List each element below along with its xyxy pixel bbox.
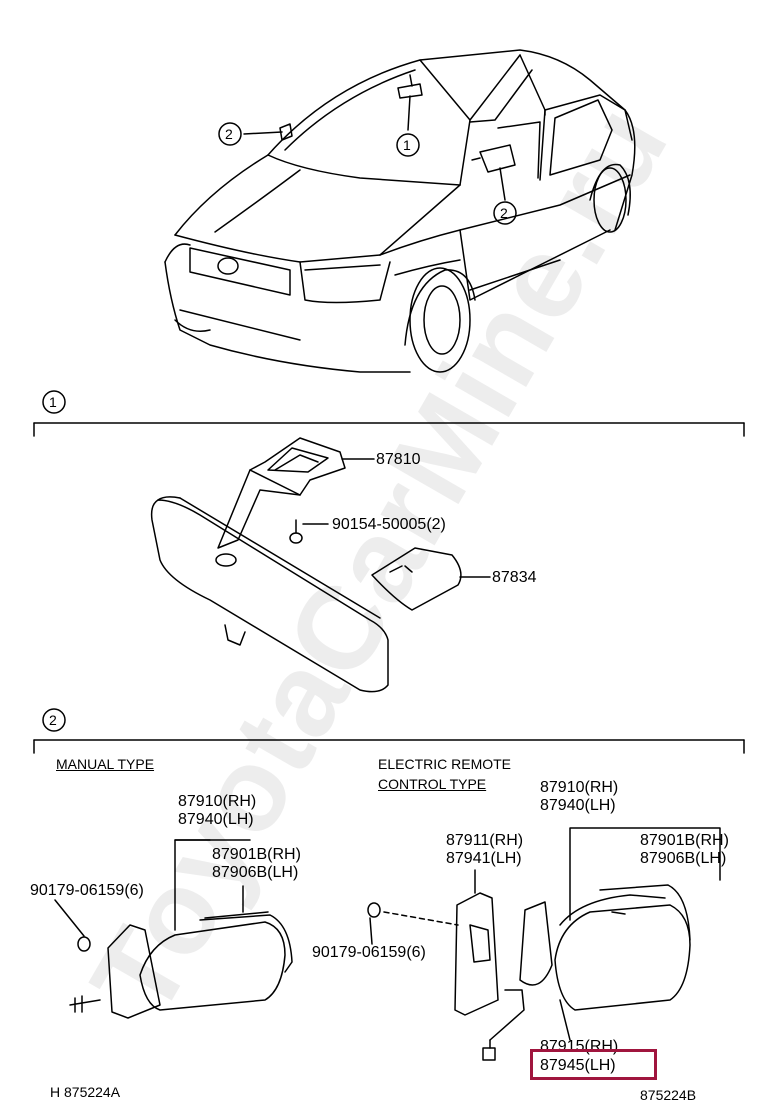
manual-87906b-label[interactable]: 87906B(LH) <box>212 864 299 881</box>
electric-87940-label[interactable]: 87940(LH) <box>540 797 616 814</box>
callout-1-car: 1 <box>403 137 411 153</box>
electric-87901b-label[interactable]: 87901B(RH) <box>640 832 729 849</box>
electric-87941-label[interactable]: 87941(LH) <box>446 850 522 867</box>
inner-mirror-illustration <box>150 437 491 693</box>
manual-87901b-label[interactable]: 87901B(RH) <box>212 846 301 863</box>
manual-87910-label[interactable]: 87910(RH) <box>178 793 257 810</box>
section-1-number: 1 <box>49 394 57 410</box>
electric-type-heading-2: CONTROL TYPE <box>378 776 487 792</box>
manual-90179-label[interactable]: 90179-06159(6) <box>30 882 144 899</box>
electric-87945-label[interactable]: 87945(LH) <box>540 1057 616 1074</box>
section-2-number: 2 <box>49 712 57 728</box>
highlight-box <box>530 1049 657 1080</box>
manual-mirror-illustration <box>54 839 293 1019</box>
part-90154-label[interactable]: 90154-50005(2) <box>332 516 446 533</box>
electric-87911-label[interactable]: 87911(RH) <box>446 832 524 849</box>
illustration-code-right: 875224B <box>640 1087 697 1103</box>
manual-87940-label[interactable]: 87940(LH) <box>178 811 254 828</box>
part-87810-label[interactable]: 87810 <box>376 451 421 468</box>
callout-2-front: 2 <box>225 126 233 142</box>
electric-87906b-label[interactable]: 87906B(LH) <box>640 850 727 867</box>
part-87834-label[interactable]: 87834 <box>492 569 537 586</box>
electric-90179-label[interactable]: 90179-06159(6) <box>312 944 426 961</box>
electric-mirror-illustration <box>367 827 721 1061</box>
manual-type-heading: MANUAL TYPE <box>56 756 155 772</box>
illustration-code-left: H 875224A <box>50 1084 121 1100</box>
car-illustration <box>164 49 636 373</box>
electric-type-heading-1: ELECTRIC REMOTE <box>378 756 512 772</box>
electric-87910-label[interactable]: 87910(RH) <box>540 779 619 796</box>
callout-2-side: 2 <box>500 205 508 221</box>
